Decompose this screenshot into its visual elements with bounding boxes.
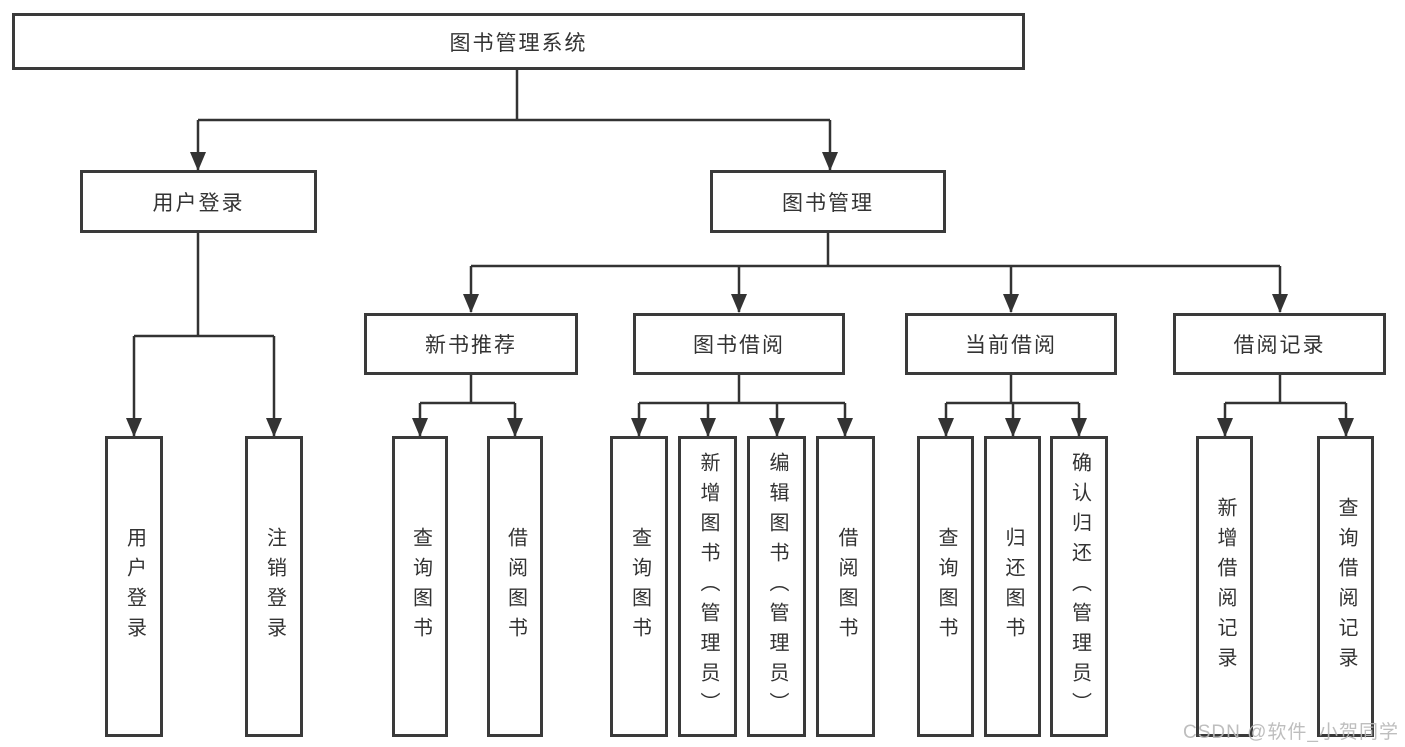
leaf-query-books-3-label: 查询图书 (935, 526, 957, 647)
node-root: 图书管理系统 (12, 13, 1025, 70)
node-current-borrow-label: 当前借阅 (965, 334, 1057, 357)
leaf-borrow-books-1: 借阅图书 (487, 436, 543, 737)
leaf-borrow-books-2: 借阅图书 (816, 436, 875, 737)
leaf-confirm-return-admin-label: 确认归还（管理员） (1068, 451, 1091, 722)
leaf-add-book-admin: 新增图书（管理员） (678, 436, 737, 737)
node-book-borrow: 图书借阅 (633, 313, 845, 375)
leaf-query-books-1-label: 查询图书 (409, 526, 432, 647)
node-borrow-records: 借阅记录 (1173, 313, 1386, 375)
node-book-management: 图书管理 (710, 170, 946, 233)
leaf-user-login-label: 用户登录 (123, 526, 146, 647)
leaf-logout-label: 注销登录 (263, 526, 286, 647)
node-new-book-recommend-label: 新书推荐 (425, 334, 517, 357)
leaf-add-borrow-record-label: 新增借阅记录 (1214, 496, 1236, 677)
node-book-management-label: 图书管理 (782, 191, 874, 215)
node-user-login: 用户登录 (80, 170, 317, 233)
node-current-borrow: 当前借阅 (905, 313, 1117, 375)
leaf-query-borrow-record-label: 查询借阅记录 (1335, 496, 1357, 677)
leaf-query-borrow-record: 查询借阅记录 (1317, 436, 1374, 737)
leaf-add-borrow-record: 新增借阅记录 (1196, 436, 1253, 737)
leaf-user-login: 用户登录 (105, 436, 163, 737)
node-root-label: 图书管理系统 (449, 31, 588, 55)
leaf-confirm-return-admin: 确认归还（管理员） (1050, 436, 1108, 737)
leaf-edit-book-admin: 编辑图书（管理员） (747, 436, 806, 737)
leaf-add-book-admin-label: 新增图书（管理员） (697, 451, 719, 722)
leaf-query-books-2: 查询图书 (610, 436, 668, 737)
leaf-return-book: 归还图书 (984, 436, 1041, 737)
leaf-edit-book-admin-label: 编辑图书（管理员） (766, 451, 788, 722)
leaf-return-book-label: 归还图书 (1002, 526, 1024, 647)
leaf-query-books-3: 查询图书 (917, 436, 974, 737)
node-user-login-label: 用户登录 (152, 191, 245, 215)
node-new-book-recommend: 新书推荐 (364, 313, 578, 375)
leaf-query-books-2-label: 查询图书 (628, 526, 651, 647)
node-borrow-records-label: 借阅记录 (1233, 334, 1326, 357)
leaf-borrow-books-2-label: 借阅图书 (835, 526, 857, 647)
leaf-logout: 注销登录 (245, 436, 303, 737)
watermark: CSDN @软件_小贺同学 (1183, 722, 1399, 743)
leaf-query-books-1: 查询图书 (392, 436, 448, 737)
leaf-borrow-books-1-label: 借阅图书 (504, 526, 527, 647)
node-book-borrow-label: 图书借阅 (693, 334, 785, 357)
